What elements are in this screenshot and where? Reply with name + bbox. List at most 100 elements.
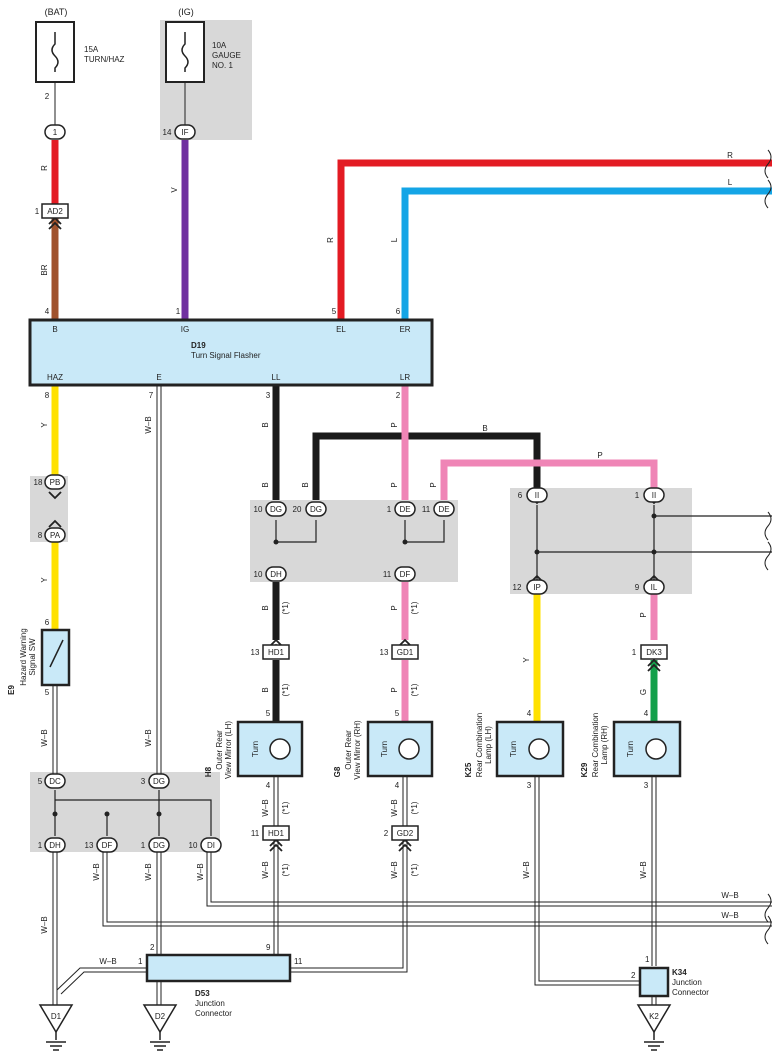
wire-label-y2: Y <box>40 577 49 583</box>
wire-label-wb-dg: W–B <box>144 863 153 880</box>
bat-label: (BAT) <box>45 7 68 17</box>
conn-ad2-pin: 1 <box>35 207 40 216</box>
turn-signal-flasher-box <box>28 318 434 387</box>
conn-hd1-b: HD1 <box>268 829 285 838</box>
rear-lamp-lh-line1: Rear Combination <box>475 713 484 777</box>
wire-label-p5: P <box>390 605 399 610</box>
rear-lamp-rh-pin-bottom: 3 <box>644 781 649 790</box>
break-marks <box>764 149 772 945</box>
flasher-pin-ig: IG <box>181 325 189 334</box>
wire-label-r1: R <box>40 165 49 171</box>
conn-dh-a: DH <box>270 570 282 579</box>
k34-line2: Connector <box>672 988 709 997</box>
connector-ovals <box>44 124 665 853</box>
fuse1-name: TURN/HAZ <box>84 55 125 64</box>
wire-label-wb-e2: W–B <box>144 729 153 746</box>
wire-label-b6: B <box>261 687 270 692</box>
rear-lamp-lh-code: K25 <box>464 762 473 777</box>
flasher-pin-b: B <box>52 325 57 334</box>
conn-if-pin: 14 <box>163 128 172 137</box>
d53-code: D53 <box>195 989 210 998</box>
rear-lamp-lh-box <box>495 720 565 778</box>
conn-pa-pin: 8 <box>38 531 43 540</box>
wire-label-br: BR <box>40 264 49 275</box>
wire-label-star1: (*1) <box>281 601 290 614</box>
conn-df-a-pin: 11 <box>383 570 392 579</box>
wire-label-wb-h8: W–B <box>261 799 270 816</box>
mirror-rh-turn: Turn <box>380 741 389 757</box>
flasher-name: Turn Signal Flasher <box>191 351 261 360</box>
conn-1: 1 <box>53 128 58 137</box>
rear-lamp-rh-line1: Rear Combination <box>591 713 600 777</box>
wire-label-wb-g8b: W–B <box>390 861 399 878</box>
wire-label-p4: P <box>390 482 399 487</box>
wire-label-y3: Y <box>522 657 531 663</box>
wire-label-b2: B <box>301 482 310 487</box>
conn-dk3: DK3 <box>646 648 662 657</box>
conn-ad2: AD2 <box>47 207 63 216</box>
wire-label-wb-right1: W–B <box>721 891 738 900</box>
conn-gd1-pin: 13 <box>380 648 389 657</box>
hazard-sw-pin-bottom: 5 <box>45 688 50 697</box>
conn-hd1-b-pin: 11 <box>251 829 260 838</box>
rear-lamp-lh-pin-top: 4 <box>527 709 532 718</box>
conn-hd1-a-pin: 13 <box>251 648 260 657</box>
ground-d1: D1 <box>51 1012 62 1021</box>
wire-label-wb-d53: W–B <box>99 957 116 966</box>
conn-df-b-pin: 13 <box>85 841 94 850</box>
wire-label-wb-g8: W–B <box>390 799 399 816</box>
conn-gd2-pin: 2 <box>384 829 389 838</box>
conn-il: IL <box>651 583 658 592</box>
wire-label-r2: R <box>326 237 335 243</box>
wire-label-p1: P <box>390 422 399 427</box>
conn-ip-pin: 12 <box>513 583 522 592</box>
wire-label-wb-df: W–B <box>92 863 101 880</box>
conn-df-b: DF <box>102 841 113 850</box>
wire-label-b3: B <box>482 424 487 433</box>
ground-symbols <box>38 1004 672 1051</box>
mirror-lh-code: H8 <box>204 766 213 777</box>
rear-lamp-rh-turn: Turn <box>626 741 635 757</box>
conn-pb-pin: 18 <box>34 478 43 487</box>
wire-label-r-top: R <box>727 151 733 160</box>
conn-pa: PA <box>50 531 61 540</box>
wire-label-wb-di: W–B <box>196 863 205 880</box>
wire-label-star8: (*1) <box>410 863 419 876</box>
flasher-num-2: 2 <box>396 391 401 400</box>
mirror-rh-box <box>366 720 434 778</box>
wire-label-star6: (*1) <box>410 801 419 814</box>
wire-label-wb-dh: W–B <box>40 916 49 933</box>
conn-de-b: DE <box>438 505 449 514</box>
flasher-num-1: 1 <box>176 307 181 316</box>
hazard-sw-line1: Hazard Warning <box>19 628 28 686</box>
conn-dg-a: DG <box>270 505 282 514</box>
flasher-pin-el: EL <box>336 325 346 334</box>
rear-lamp-lh-pin-bottom: 3 <box>527 781 532 790</box>
conn-de-b-pin: 11 <box>422 505 431 514</box>
k34-line1: Junction <box>672 978 702 987</box>
colored-wires <box>51 140 772 722</box>
conn-dg-b: DG <box>310 505 322 514</box>
wire-label-v: V <box>170 187 179 193</box>
conn-dk3-pin: 1 <box>632 648 637 657</box>
conn-gd1: GD1 <box>397 648 414 657</box>
mirror-rh-pin-top: 5 <box>395 709 400 718</box>
wire-label-b1: B <box>261 422 270 427</box>
hazard-sw-pin-top: 6 <box>45 618 50 627</box>
ig-label: (IG) <box>178 7 194 17</box>
conn-di-pin: 10 <box>189 841 198 850</box>
k34-pin-1: 1 <box>645 955 650 964</box>
fuse-pin-2: 2 <box>45 92 50 101</box>
conn-ii-b-pin: 1 <box>635 491 640 500</box>
mirror-lh-line1: Outer Rear <box>215 730 224 770</box>
wire-label-p3: P <box>597 451 602 460</box>
flasher-pin-lr: LR <box>400 373 410 382</box>
wire-label-g: G <box>639 689 648 695</box>
d53-line1: Junction <box>195 999 225 1008</box>
d53-pin-9: 9 <box>266 943 271 952</box>
mirror-rh-pin-bottom: 4 <box>395 781 400 790</box>
flasher-pin-er: ER <box>399 325 410 334</box>
rear-lamp-lh-line2: Lamp (LH) <box>484 726 493 764</box>
conn-di: DI <box>207 841 215 850</box>
conn-hd1-a: HD1 <box>268 648 285 657</box>
